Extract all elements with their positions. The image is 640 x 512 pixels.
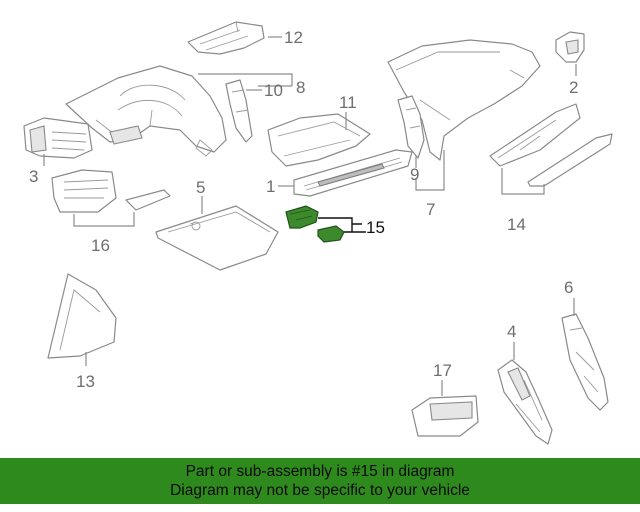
part-7-side-panel[interactable] — [387, 39, 541, 161]
part-15-highlighted[interactable] — [285, 205, 345, 243]
part-5-lower-panel[interactable] — [155, 205, 279, 271]
part-1-trim-strip[interactable] — [293, 149, 413, 197]
callout-3: 3 — [29, 167, 38, 186]
callout-2: 2 — [569, 78, 578, 97]
callout-10: 10 — [264, 81, 283, 100]
callout-12: 12 — [284, 28, 303, 47]
part-2-clip[interactable] — [555, 31, 585, 63]
info-banner: Part or sub-assembly is #15 in diagram D… — [0, 458, 640, 504]
callout-4: 4 — [507, 322, 516, 341]
part-13-side-cover[interactable] — [47, 273, 117, 359]
part-12-bracket[interactable] — [187, 21, 265, 55]
callout-11: 11 — [339, 93, 357, 112]
callout-13: 13 — [76, 372, 95, 391]
part-6-pillar-trim[interactable] — [561, 313, 609, 411]
part-16-center-vent[interactable] — [51, 169, 171, 213]
part-14-trim-pieces[interactable] — [489, 103, 613, 187]
banner-line-part: Part or sub-assembly is #15 in diagram — [185, 463, 455, 480]
callout-15: 15 — [366, 218, 385, 237]
callout-7: 7 — [426, 200, 435, 219]
callout-5: 5 — [196, 178, 205, 197]
callout-6: 6 — [564, 278, 573, 297]
callout-8: 8 — [296, 78, 305, 97]
callout-1: 1 — [266, 177, 275, 196]
exploded-parts-diagram: 12 8 10 3 16 5 11 — [23, 21, 613, 445]
banner-line-disclaimer: Diagram may not be specific to your vehi… — [170, 482, 470, 499]
callout-9: 9 — [410, 165, 419, 184]
part-10-bracket[interactable] — [225, 79, 253, 143]
part-17-switch[interactable] — [411, 395, 479, 437]
part-9-bracket[interactable] — [397, 95, 425, 159]
callout-16: 16 — [91, 236, 110, 255]
part-4-switch-panel[interactable] — [497, 359, 553, 445]
callout-17: 17 — [433, 361, 452, 380]
callout-14: 14 — [507, 215, 526, 234]
part-11-cover-panel[interactable] — [267, 113, 371, 167]
part-3-side-vent[interactable] — [23, 117, 93, 159]
part-8-panel-carrier[interactable] — [65, 65, 227, 157]
